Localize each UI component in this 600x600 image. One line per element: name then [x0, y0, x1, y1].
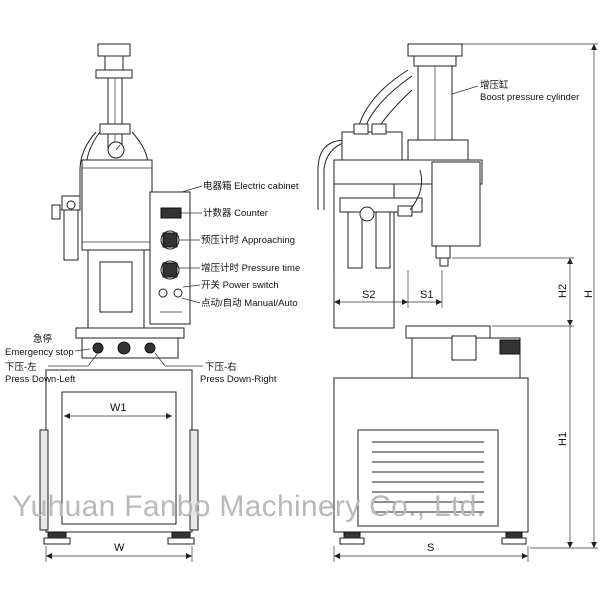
dim-h1: H1 — [557, 432, 569, 446]
dim-w1: W1 — [110, 402, 127, 414]
side-dimensions: S2 S1 S H2 H1 H — [333, 43, 598, 562]
label-emergency-cn: 急停 — [33, 333, 53, 345]
label-counter: 计数器 Counter — [203, 207, 268, 219]
label-power-switch: 开关 Power switch — [201, 279, 279, 291]
label-emergency-en: Emergency stop — [5, 347, 74, 358]
dim-w: W — [114, 542, 125, 554]
label-press-left-cn: 下压-左 — [5, 361, 37, 373]
label-approaching: 预压计时 Approaching — [201, 234, 295, 246]
label-manual-auto: 点动/自动 Manual/Auto — [201, 297, 298, 309]
side-view — [317, 43, 529, 545]
dim-h2: H2 — [557, 284, 569, 298]
front-view — [39, 43, 199, 545]
label-press-right-cn: 下压-右 — [205, 361, 237, 373]
label-press-left-en: Press Down-Left — [5, 374, 76, 385]
front-dimensions: W1 W — [45, 402, 193, 562]
label-electric-cabinet: 电器箱 Electric cabinet — [203, 180, 299, 192]
label-boost-cylinder-en: Boost pressure cylinder — [480, 92, 579, 103]
dim-s1: S1 — [420, 289, 433, 301]
dim-s: S — [427, 542, 434, 554]
side-callouts: 增压缸 Boost pressure cylinder — [451, 79, 579, 103]
dim-s2: S2 — [362, 289, 375, 301]
watermark: Yuhuan Fanbo Machinery Co., Ltd. — [12, 490, 485, 523]
vent-grille — [372, 441, 484, 513]
dim-h: H — [583, 290, 595, 298]
label-press-right-en: Press Down-Right — [200, 374, 277, 385]
front-callouts: 电器箱 Electric cabinet 计数器 Counter 预压计时 Ap… — [5, 180, 300, 385]
label-boost-cylinder-cn: 增压缸 — [480, 79, 509, 91]
label-pressure-time: 增压计时 Pressure time — [201, 262, 300, 274]
